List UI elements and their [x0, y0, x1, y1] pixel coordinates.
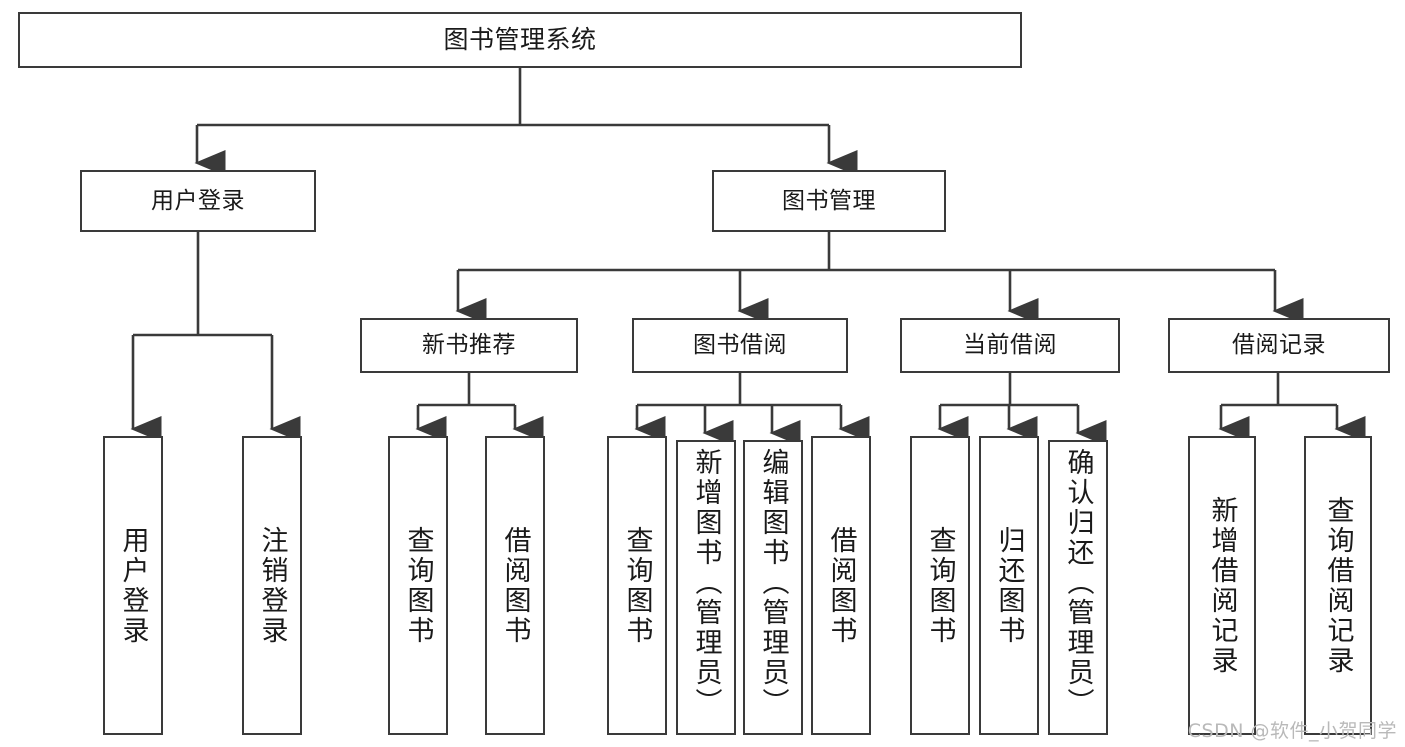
node-root-system-label: 图书管理系统	[443, 24, 597, 54]
leaf-current-confirm-return-admin-label: 确认归还（管理员）	[1062, 448, 1094, 718]
leaf-current-return-book[interactable]: 归还图书	[979, 436, 1039, 735]
leaf-recommend-borrow-book[interactable]: 借阅图书	[485, 436, 545, 735]
leaf-borrow-borrow-book[interactable]: 借阅图书	[811, 436, 871, 735]
leaf-recommend-borrow-book-label: 借阅图书	[499, 525, 531, 646]
leaf-record-add-record[interactable]: 新增借阅记录	[1188, 436, 1256, 735]
leaf-record-add-record-label: 新增借阅记录	[1206, 495, 1238, 676]
node-borrow-record-label: 借阅记录	[1232, 332, 1326, 359]
node-book-management-label: 图书管理	[782, 187, 876, 214]
leaf-current-query-book[interactable]: 查询图书	[910, 436, 970, 735]
leaf-borrow-add-book-admin-label: 新增图书（管理员）	[690, 448, 722, 718]
leaf-user-login-login-label: 用户登录	[117, 525, 149, 646]
leaf-borrow-query-book[interactable]: 查询图书	[607, 436, 667, 735]
node-current-borrow[interactable]: 当前借阅	[900, 318, 1120, 373]
leaf-current-return-book-label: 归还图书	[993, 525, 1025, 646]
leaf-user-login-logout[interactable]: 注销登录	[242, 436, 302, 735]
leaf-user-login-logout-label: 注销登录	[256, 525, 288, 646]
leaf-borrow-add-book-admin[interactable]: 新增图书（管理员）	[676, 440, 736, 735]
node-book-management[interactable]: 图书管理	[712, 170, 946, 232]
node-root-system[interactable]: 图书管理系统	[18, 12, 1022, 68]
node-book-borrow-label: 图书借阅	[693, 332, 787, 359]
node-new-book-recommend-label: 新书推荐	[422, 332, 516, 359]
leaf-borrow-query-book-label: 查询图书	[621, 525, 653, 646]
leaf-current-confirm-return-admin[interactable]: 确认归还（管理员）	[1048, 440, 1108, 735]
leaf-recommend-query-book-label: 查询图书	[402, 525, 434, 646]
node-new-book-recommend[interactable]: 新书推荐	[360, 318, 578, 373]
leaf-record-query-record[interactable]: 查询借阅记录	[1304, 436, 1372, 735]
node-book-borrow[interactable]: 图书借阅	[632, 318, 848, 373]
leaf-borrow-edit-book-admin[interactable]: 编辑图书（管理员）	[743, 440, 803, 735]
node-current-borrow-label: 当前借阅	[963, 332, 1057, 359]
leaf-recommend-query-book[interactable]: 查询图书	[388, 436, 448, 735]
node-user-login[interactable]: 用户登录	[80, 170, 316, 232]
leaf-borrow-edit-book-admin-label: 编辑图书（管理员）	[757, 448, 789, 718]
leaf-borrow-borrow-book-label: 借阅图书	[825, 525, 857, 646]
node-borrow-record[interactable]: 借阅记录	[1168, 318, 1390, 373]
csdn-watermark: CSDN @软件_小贺同学	[1187, 720, 1397, 742]
node-user-login-label: 用户登录	[151, 187, 245, 214]
leaf-current-query-book-label: 查询图书	[924, 525, 956, 646]
leaf-user-login-login[interactable]: 用户登录	[103, 436, 163, 735]
leaf-record-query-record-label: 查询借阅记录	[1322, 495, 1354, 676]
